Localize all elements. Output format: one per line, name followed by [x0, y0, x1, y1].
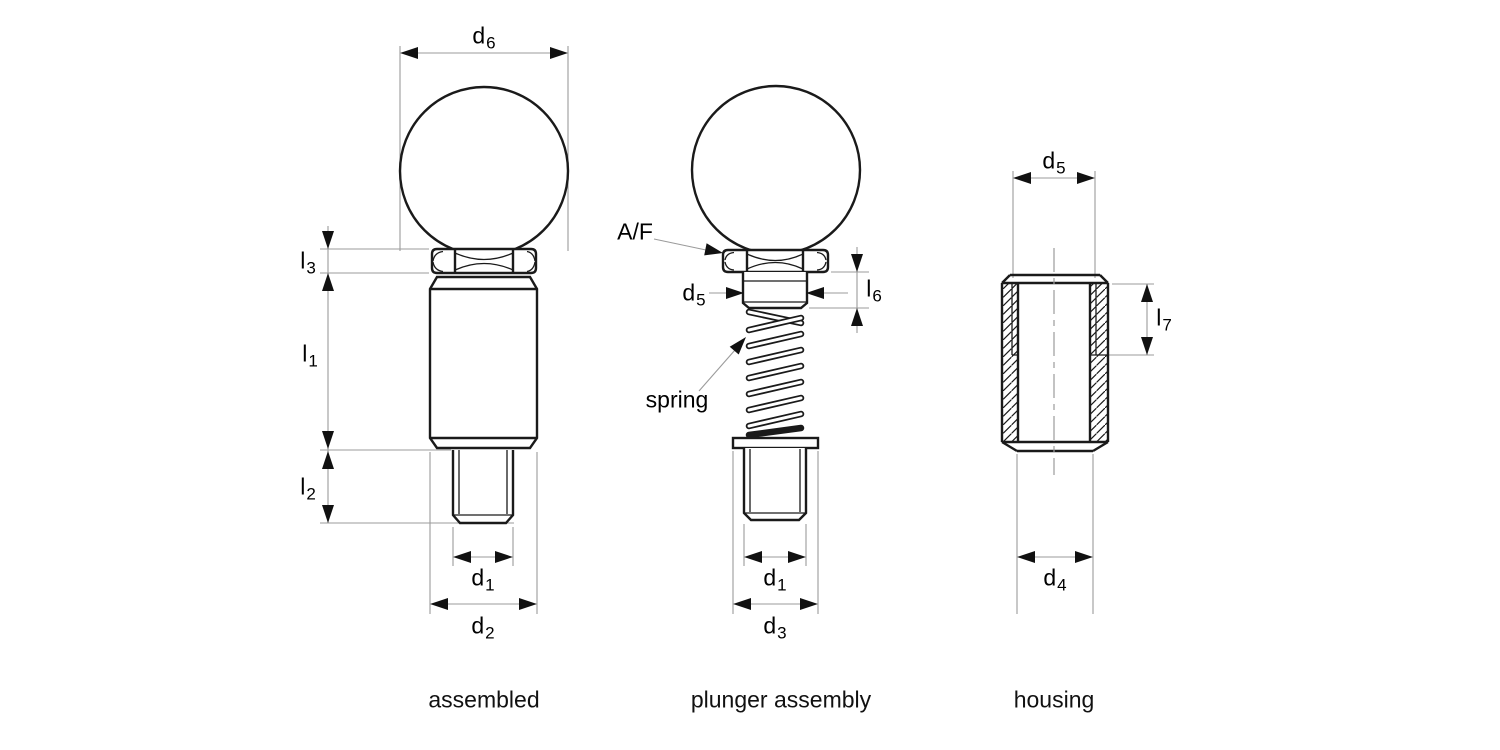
figure-plunger-assembly [653, 84, 869, 614]
dim-label-d3: d3 [763, 612, 787, 643]
hex-nut [721, 248, 830, 274]
dim-label-l1: l1 [302, 340, 318, 371]
dim-label-l3: l3 [300, 247, 316, 278]
dim-label-d5-plunger: d5 [682, 279, 706, 310]
dim-label-spring: spring [645, 386, 709, 413]
ball-knob [398, 85, 570, 257]
plunger-dimension-arrows [704, 243, 863, 610]
housing-dimension-lines [1012, 171, 1154, 614]
dim-label-d1-plunger: d1 [763, 564, 787, 595]
housing-section-outline [1000, 273, 1110, 453]
spring-coils [745, 308, 805, 439]
hatching-left-wall [1002, 283, 1018, 442]
figure-housing [1000, 171, 1154, 614]
dim-label-d1-assembled: d1 [471, 564, 495, 595]
ball-knob [690, 84, 862, 256]
dim-label-d2: d2 [471, 612, 495, 643]
threaded-pin [742, 448, 808, 522]
plunger-neck [741, 272, 809, 310]
caption-assembled: assembled [428, 686, 540, 713]
dim-label-l7: l7 [1156, 304, 1172, 335]
dim-label-d4: d4 [1043, 564, 1067, 595]
housing-dimension-arrows [1013, 172, 1153, 563]
dim-label-d6: d6 [472, 22, 496, 53]
dim-label-af: A/F [617, 218, 653, 245]
dim-label-d5-housing: d5 [1042, 147, 1066, 178]
internal-thread-lines [1011, 284, 1107, 356]
hatching-right-wall [1090, 283, 1108, 442]
caption-housing: housing [1013, 686, 1095, 713]
dim-label-l2: l2 [300, 473, 316, 504]
spring-flange [731, 436, 820, 450]
caption-plunger-assembly: plunger assembly [690, 686, 872, 713]
dim-label-l6: l6 [866, 275, 882, 306]
assembled-dimension-arrows [322, 47, 568, 610]
figure-assembled [320, 46, 570, 614]
threaded-pin [451, 450, 515, 525]
plunger-body [428, 275, 539, 450]
hex-nut [430, 247, 538, 275]
